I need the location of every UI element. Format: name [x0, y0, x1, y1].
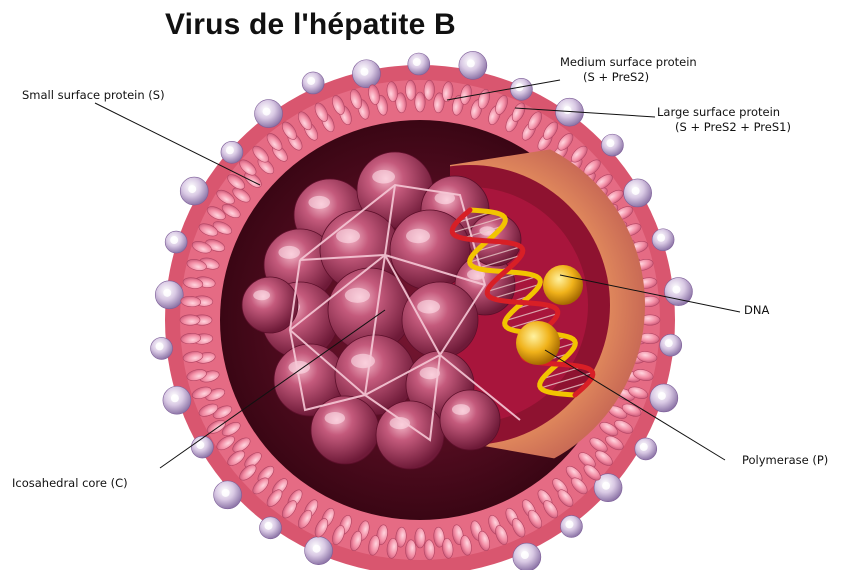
knob-highlight [467, 59, 475, 67]
label-small-surface-protein: Small surface protein (S) [22, 88, 165, 103]
knob-highlight [313, 545, 321, 553]
label-medium-surface-protein: Medium surface protein (S + PreS2) [560, 55, 720, 85]
knob-highlight [360, 68, 368, 76]
knob-highlight [171, 394, 179, 402]
knob-highlight [156, 342, 164, 350]
knob-highlight [170, 236, 178, 244]
capsomer-highlight [288, 361, 310, 374]
knob-highlight [602, 482, 610, 490]
label-polymerase: Polymerase (P) [742, 453, 828, 468]
capsomer-highlight [325, 412, 345, 424]
capsomer [402, 282, 478, 358]
knob-highlight [521, 551, 529, 559]
label-icosahedral-core: Icosahedral core (C) [12, 476, 128, 491]
knob-highlight [658, 392, 666, 400]
label-medium-surface-line2: (S + PreS2) [560, 70, 720, 85]
label-large-surface-protein: Large surface protein (S + PreS2 + PreS1… [657, 105, 791, 135]
virus-particle [151, 51, 693, 570]
capsomer-highlight [336, 229, 360, 243]
knob-highlight [672, 286, 680, 294]
polymerase-sphere [516, 321, 560, 365]
knob-highlight [657, 234, 665, 242]
polymerase-sphere [543, 265, 583, 305]
knob-highlight [665, 339, 673, 347]
knob-highlight [263, 108, 271, 116]
label-medium-surface-line1: Medium surface protein [560, 55, 720, 70]
membrane-bead [415, 528, 425, 548]
label-large-surface-line1: Large surface protein [657, 105, 791, 120]
membrane-bead [415, 92, 425, 112]
knob-highlight [565, 520, 573, 528]
knob-highlight [632, 187, 640, 195]
capsomer [440, 390, 500, 450]
label-dna: DNA [744, 303, 769, 318]
capsomer [242, 277, 298, 333]
knob-highlight [226, 146, 234, 154]
knob-highlight [163, 289, 171, 297]
capsomer-highlight [253, 290, 270, 300]
capsomer-highlight [278, 246, 300, 259]
capsomer-highlight [345, 288, 370, 303]
capsomer-highlight [372, 170, 395, 184]
knob-highlight [188, 185, 196, 193]
knob-highlight [222, 489, 230, 497]
capsomer-highlight [406, 229, 430, 243]
knob-highlight [563, 106, 571, 114]
capsomer-highlight [308, 196, 330, 209]
label-large-surface-line2: (S + PreS2 + PreS1) [657, 120, 791, 135]
knob-highlight [265, 522, 273, 530]
knob-highlight [640, 443, 648, 451]
knob-highlight [606, 139, 614, 147]
knob-highlight [413, 58, 421, 66]
membrane-bead [180, 315, 200, 325]
capsomer-highlight [452, 404, 470, 415]
knob-highlight [307, 77, 315, 85]
capsomer-highlight [417, 300, 440, 314]
